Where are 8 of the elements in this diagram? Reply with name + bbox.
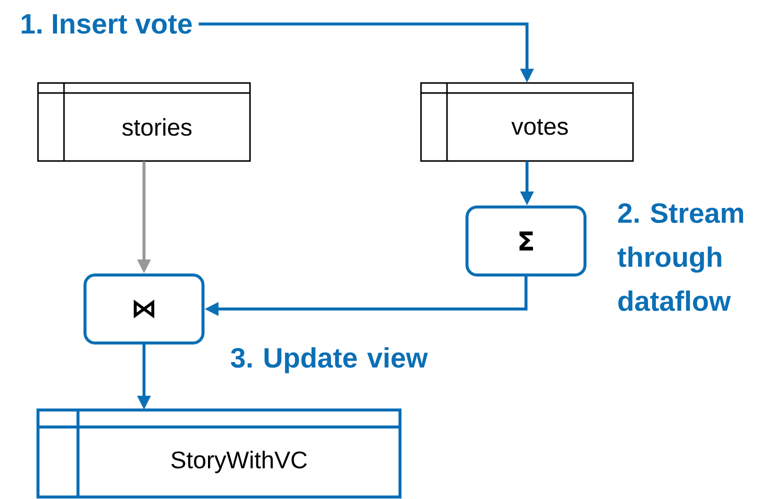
table-box: stories bbox=[37, 82, 251, 162]
step-label: 2. Stream through dataflow bbox=[618, 203, 744, 312]
table-box: votes bbox=[420, 82, 634, 162]
operator-box: ⋈ bbox=[84, 274, 204, 344]
view-table: StoryWithVC bbox=[36, 408, 402, 498]
step-label: 3. Update view bbox=[230, 347, 428, 374]
step-label: 1. Insert vote bbox=[22, 14, 192, 34]
operator-box: Σ bbox=[466, 206, 586, 276]
